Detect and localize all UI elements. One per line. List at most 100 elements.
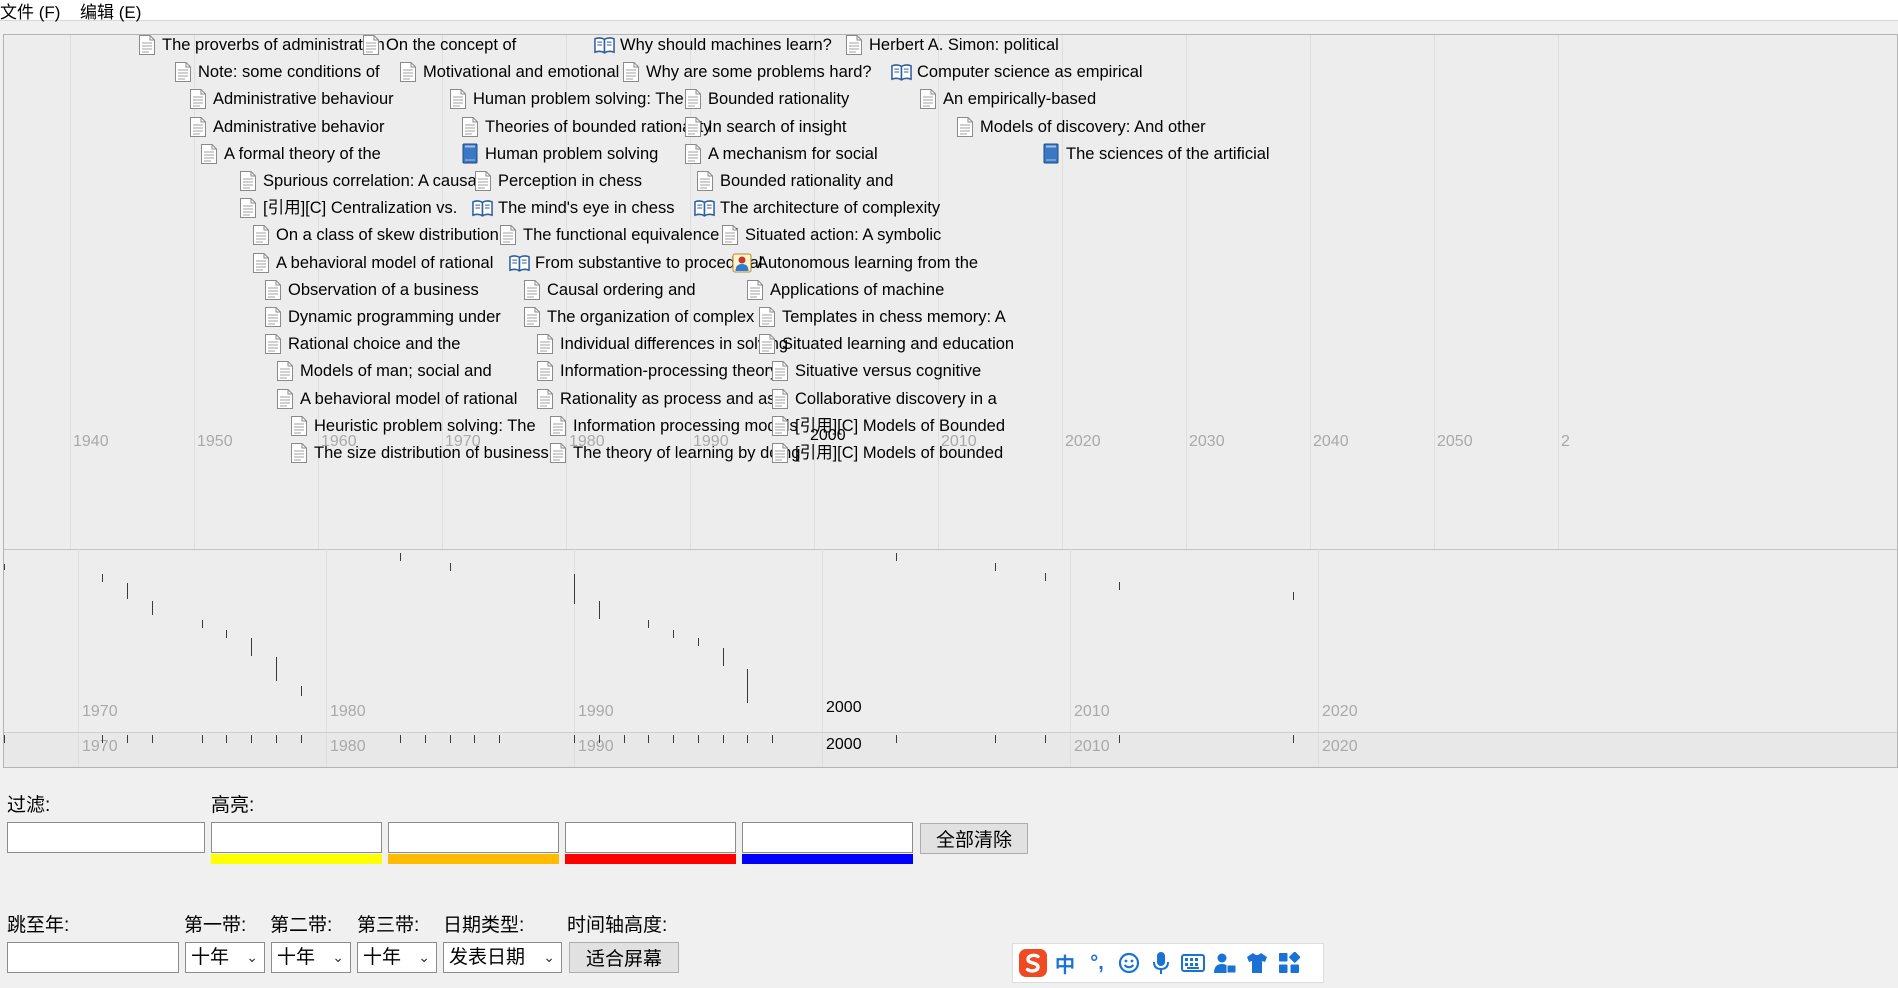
timeline-event[interactable]: From substantive to procedural	[509, 252, 762, 274]
timeline-event[interactable]: On the concept of	[360, 35, 516, 56]
highlight-input-4[interactable]	[742, 822, 913, 853]
fit-screen-button[interactable]: 适合屏幕	[569, 942, 679, 973]
timeline-event[interactable]: A behavioral model of rational	[250, 252, 493, 274]
band2-select[interactable]: 十年⌄	[271, 942, 351, 973]
timeline-event[interactable]: The architecture of complexity	[694, 197, 940, 219]
timeline-event[interactable]: Administrative behavior	[187, 116, 385, 138]
toolbox-grid-icon[interactable]	[1273, 947, 1305, 979]
document-icon	[447, 89, 468, 110]
timeline-event[interactable]: A behavioral model of rational	[274, 388, 517, 410]
band1-select[interactable]: 十年⌄	[185, 942, 265, 973]
keyboard-icon[interactable]	[1177, 947, 1209, 979]
timeline-event[interactable]: Rational choice and the	[262, 333, 460, 355]
timeline-event[interactable]: Rationality as process and as	[534, 388, 776, 410]
timeline-event[interactable]: Why are some problems hard?	[620, 61, 872, 83]
emoji-icon[interactable]	[1113, 947, 1145, 979]
timeline-tick-label: 1970	[82, 703, 118, 720]
timeline-event[interactable]: Human problem solving	[459, 143, 658, 165]
timeline-event[interactable]: Computer science as empirical	[891, 61, 1143, 83]
microphone-icon[interactable]	[1145, 947, 1177, 979]
timeline-event-title: A formal theory of the	[224, 144, 381, 163]
timeline-event[interactable]: Information-processing theory	[534, 360, 778, 382]
timeline-event[interactable]: Human problem solving: The	[447, 88, 684, 110]
open-book-icon	[509, 253, 530, 273]
timeline-event[interactable]: Situative versus cognitive	[769, 360, 981, 382]
ime-punctuation[interactable]: °,	[1090, 951, 1104, 974]
timeline-event[interactable]: Administrative behaviour	[187, 88, 394, 110]
sogou-logo-icon[interactable]	[1017, 947, 1049, 979]
date-type-select[interactable]: 发表日期⌄	[443, 942, 562, 973]
timeline-event[interactable]: Information processing models	[547, 415, 798, 437]
timeline-event[interactable]: Applications of machine	[744, 279, 944, 301]
jump-year-input[interactable]	[7, 942, 179, 973]
timeline-event[interactable]: Bounded rationality	[682, 88, 849, 110]
timeline-event[interactable]: [引用][C] Models of Bounded	[769, 415, 1005, 437]
document-icon	[547, 415, 568, 436]
band3-select[interactable]: 十年⌄	[357, 942, 437, 973]
timeline-event[interactable]: Models of discovery: And other	[954, 116, 1206, 138]
menu-file[interactable]: 文件 (F)	[0, 3, 61, 22]
document-icon	[397, 62, 418, 83]
skin-shirt-icon[interactable]	[1241, 947, 1273, 979]
document-icon	[237, 171, 258, 191]
timeline-event[interactable]: Situated learning and education	[756, 333, 1014, 355]
timeline-event[interactable]: The functional equivalence of	[497, 224, 738, 246]
timeline-event[interactable]: Autonomous learning from the	[731, 252, 978, 274]
timeline-tick-label: 2050	[1437, 433, 1473, 450]
timeline-event[interactable]: A formal theory of the	[198, 143, 381, 165]
timeline-event[interactable]: Observation of a business	[262, 279, 479, 301]
timeline-event[interactable]: The size distribution of business	[288, 442, 549, 464]
timeline-event-marker	[698, 638, 699, 646]
document-icon	[756, 307, 777, 327]
document-icon	[262, 334, 283, 355]
timeline-event[interactable]: Heuristic problem solving: The	[288, 415, 536, 437]
timeline-event[interactable]: Causal ordering and	[521, 279, 696, 301]
timeline-event[interactable]: Motivational and emotional	[397, 61, 619, 83]
user-settings-icon[interactable]	[1209, 947, 1241, 979]
filter-input[interactable]	[7, 822, 205, 853]
timeline-event-title: Situated learning and education	[782, 335, 1015, 354]
timeline-event[interactable]: The theory of learning by doing	[547, 442, 800, 464]
timeline-event[interactable]: Situated action: A symbolic	[719, 224, 941, 246]
timeline-event-title: The organization of complex	[547, 308, 755, 326]
timeline-event[interactable]: Spurious correlation: A causal	[237, 170, 480, 192]
timeline-event[interactable]: Models of man; social and	[274, 360, 492, 382]
timeline-event[interactable]: Templates in chess memory: A	[756, 306, 1006, 328]
timeline-event[interactable]: In search of insight	[682, 116, 847, 138]
timeline-event[interactable]: The proverbs of administration	[136, 35, 385, 56]
timeline-event[interactable]: Individual differences in solving	[534, 333, 788, 355]
timeline-event[interactable]: Theories of bounded rationality	[459, 116, 712, 138]
book-icon	[459, 143, 480, 164]
highlight-input-1[interactable]	[211, 822, 382, 853]
menu-edit[interactable]: 编辑 (E)	[80, 3, 142, 22]
timeline-event-marker	[896, 735, 897, 743]
timeline-event[interactable]: Bounded rationality and	[694, 170, 893, 192]
timeline-event[interactable]: The organization of complex	[521, 306, 754, 328]
highlight-input-2[interactable]	[388, 822, 559, 853]
timeline-event[interactable]: Note: some conditions of	[172, 61, 380, 83]
timeline-event[interactable]: An empirically-based	[917, 88, 1096, 110]
timeline-event[interactable]: Perception in chess	[472, 170, 642, 192]
document-icon	[262, 307, 283, 327]
highlight-input-3[interactable]	[565, 822, 736, 853]
timeline-event[interactable]: Collaborative discovery in a	[769, 388, 997, 410]
timeline-event-marker	[251, 735, 252, 743]
ime-chinese-mode[interactable]: 中	[1055, 954, 1075, 977]
timeline-event[interactable]: Why should machines learn?	[594, 35, 832, 56]
clear-all-button[interactable]: 全部清除	[920, 823, 1028, 854]
timeline-event[interactable]: On a class of skew distribution	[250, 224, 499, 246]
timeline-event[interactable]: [引用][C] Centralization vs.	[237, 197, 457, 219]
timeline-event[interactable]: The mind's eye in chess	[472, 197, 674, 219]
timeline-tick-label: 2	[1561, 433, 1570, 450]
timeline-event-marker	[599, 601, 600, 619]
timeline-event[interactable]: A mechanism for social	[682, 143, 878, 165]
timeline-event[interactable]: Herbert A. Simon: political	[843, 35, 1059, 56]
timeline-event[interactable]: Dynamic programming under	[262, 306, 501, 328]
timeline-gridline	[442, 35, 443, 549]
timeline-event[interactable]: [引用][C] Models of bounded	[769, 442, 1003, 464]
timeline-event[interactable]: The sciences of the artificial	[1040, 143, 1270, 165]
document-icon	[274, 388, 295, 409]
